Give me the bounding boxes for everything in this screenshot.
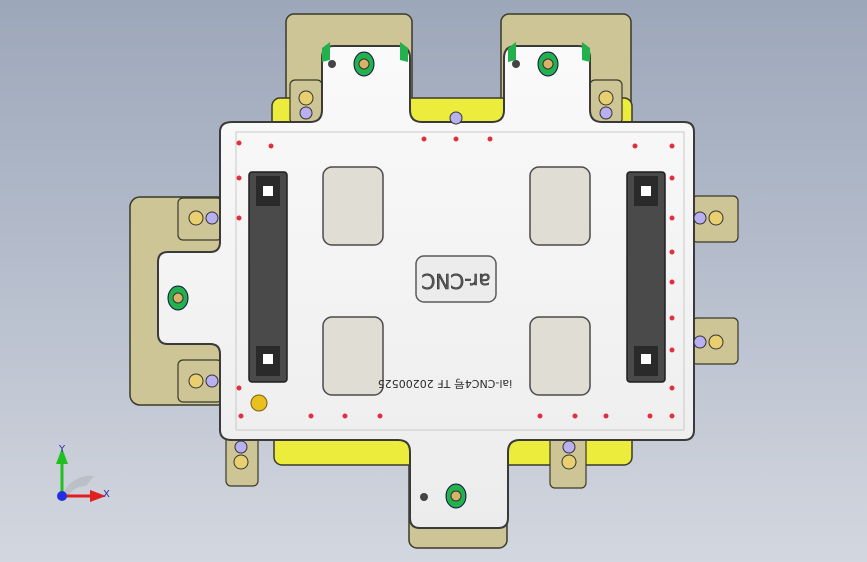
- svg-text:ar-CNC: ar-CNC: [421, 269, 490, 293]
- rubber-block-right: [626, 171, 666, 383]
- axis-triad[interactable]: Y X: [56, 444, 110, 502]
- rubber-block-left: [248, 171, 288, 383]
- engraving-date: ial-CNC4号 TF 20200525: [378, 377, 512, 390]
- vent-holes: [236, 136, 675, 419]
- screws: [188, 60, 724, 501]
- pocket-cutouts: [322, 166, 591, 396]
- locating-pins: [167, 42, 590, 509]
- y-axis-label: Y: [58, 444, 66, 455]
- engraving-label: ar-CNC: [415, 255, 497, 303]
- x-axis-label: X: [103, 489, 110, 500]
